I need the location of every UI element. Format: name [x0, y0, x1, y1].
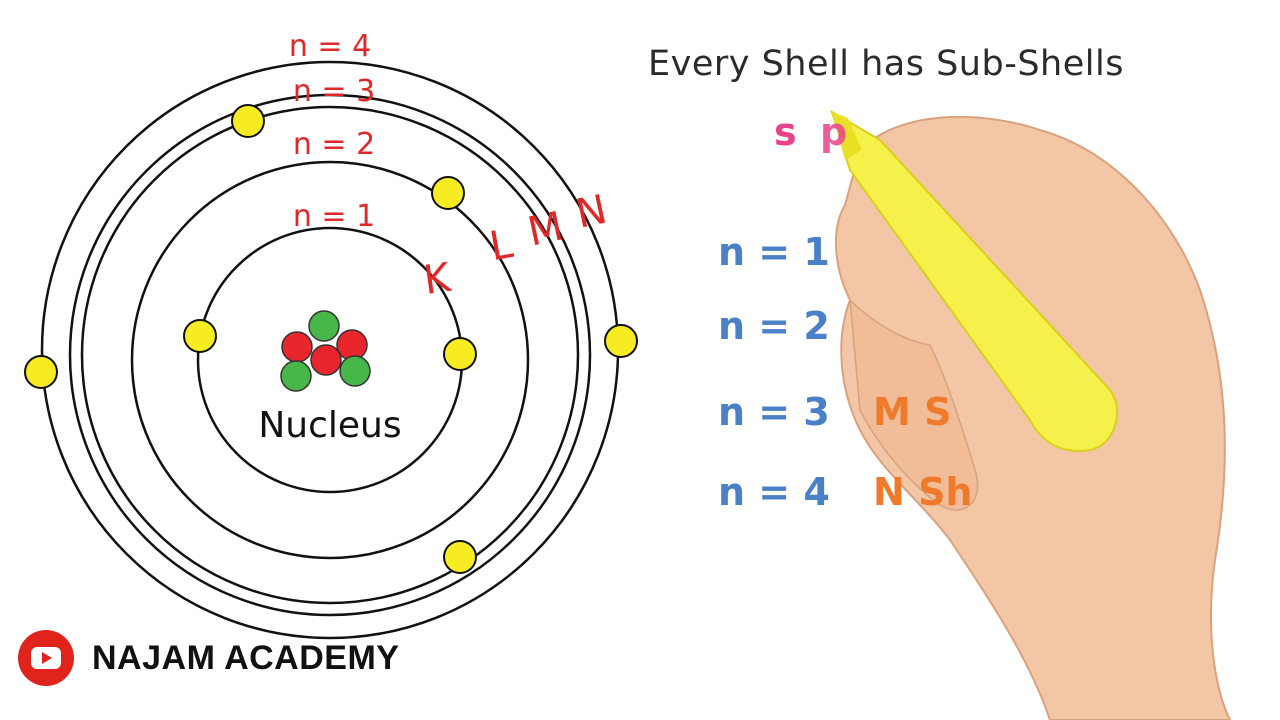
shell-row-n4: n = 4 N Sh	[718, 470, 972, 514]
shell-letter-m: M	[524, 203, 567, 255]
panel-title: Every Shell has Sub-Shells	[648, 44, 1124, 84]
neutron	[308, 310, 340, 342]
highlighter	[830, 109, 1119, 452]
shell-row-n1: n = 1	[718, 230, 830, 274]
shell-row-n3: n = 3 M S	[718, 390, 951, 434]
orbit-label-n3: n = 3	[293, 74, 375, 109]
shell-row-n: n = 1	[718, 230, 830, 274]
proton	[281, 331, 313, 363]
shell-row-n: n = 4	[718, 470, 830, 514]
shell-row-n2: n = 2	[718, 304, 830, 348]
electron	[443, 540, 477, 574]
nucleus-label: Nucleus	[258, 405, 401, 446]
shell-row-name: N Sh	[873, 470, 973, 514]
electron	[443, 337, 477, 371]
electron	[604, 324, 638, 358]
orbit-n3-inner	[80, 105, 580, 605]
subshell-p: p	[820, 110, 848, 154]
orbit-n2	[130, 160, 530, 560]
shell-row-n: n = 2	[718, 304, 830, 348]
electron	[231, 104, 265, 138]
orbit-labels: n = 1 n = 2 n = 3 n = 4	[289, 29, 375, 234]
orbit-label-n1: n = 1	[293, 199, 375, 234]
electrons	[24, 104, 638, 574]
electron	[183, 319, 217, 353]
channel-brand: NAJAM ACADEMY	[18, 630, 399, 686]
shell-letter-l: L	[486, 221, 517, 270]
finger	[849, 298, 979, 511]
shell-row-n: n = 3	[718, 390, 830, 434]
highlighter-tip	[832, 112, 862, 160]
shell-row-name: M S	[873, 390, 952, 434]
proton	[336, 329, 368, 361]
shell-letter-k: K	[421, 255, 455, 304]
shell-letter-n: N	[572, 187, 611, 238]
channel-name: NAJAM ACADEMY	[92, 638, 400, 677]
orbit-n3-outer	[68, 93, 592, 617]
neutron	[339, 355, 371, 387]
orbit-label-n4: n = 4	[289, 29, 371, 64]
youtube-icon[interactable]	[18, 630, 74, 686]
orbit-label-n2: n = 2	[293, 127, 375, 162]
nucleus	[280, 310, 371, 392]
subshell-s: s	[774, 110, 797, 154]
electron	[431, 176, 465, 210]
neutron	[280, 360, 312, 392]
electron	[24, 355, 58, 389]
hand-illustration	[830, 109, 1232, 720]
proton	[310, 344, 342, 376]
